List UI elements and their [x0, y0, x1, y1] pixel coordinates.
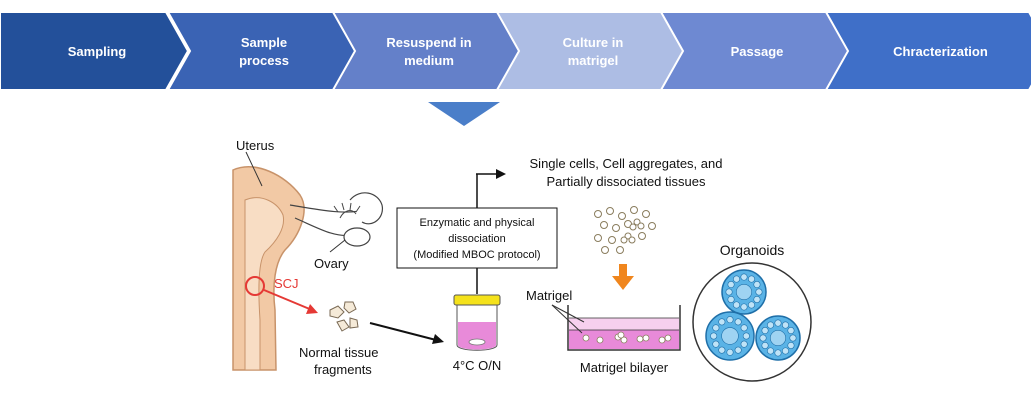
matrigel-bilayer-label: Matrigel bilayer: [580, 360, 669, 375]
ovary-label: Ovary: [314, 256, 349, 271]
single-cells-label-line2: Partially dissociated tissues: [547, 174, 706, 189]
single-cells-label-line1: Single cells, Cell aggregates, and: [530, 156, 723, 171]
process-step-1: [0, 11, 190, 91]
dissociation-box: [396, 207, 558, 269]
process-step-4-label: matrigel: [568, 53, 619, 68]
uterus-illustration: [232, 151, 384, 371]
down-arrow-icon: [428, 102, 500, 126]
organoids-label: Organoids: [720, 242, 785, 258]
matrigel-dish-icon: [551, 304, 681, 351]
process-step-6-label: Chracterization: [893, 44, 988, 59]
process-step-4-label: Culture in: [563, 35, 624, 50]
dissociation-label-line2: dissociation: [448, 233, 505, 245]
process-step-2-label: Sample: [241, 35, 287, 50]
orange-down-arrow-icon: [612, 264, 634, 290]
temperature-label: 4°C O/N: [453, 358, 502, 373]
normal-tissue-label-line1: Normal tissue: [299, 345, 378, 360]
process-step-6: [824, 11, 1031, 91]
process-chevron-banner: Sampling Sample process Resuspend in medium C…: [0, 11, 1031, 91]
matrigel-label: Matrigel: [526, 288, 572, 303]
process-step-4: [495, 11, 687, 91]
scj-marker: [245, 276, 265, 296]
dispersed-cells-icon: [594, 206, 656, 254]
arrow-to-tube-icon: [432, 334, 444, 344]
process-step-3: [331, 11, 523, 91]
process-step-5-label: Passage: [731, 44, 784, 59]
process-step-3-label: Resuspend in: [386, 35, 471, 50]
scj-label: SCJ: [274, 276, 299, 291]
process-step-2-label: process: [239, 53, 289, 68]
organoids-icon: [692, 262, 812, 382]
normal-tissue-label-line2: fragments: [314, 362, 372, 377]
red-arrow-icon: [306, 304, 318, 314]
dissociation-label-line1: Enzymatic and physical: [420, 217, 535, 229]
process-step-3-label: medium: [404, 53, 454, 68]
uterus-label: Uterus: [236, 138, 275, 153]
culture-tube-icon: [453, 294, 501, 351]
dissociation-label-line3: (Modified MBOC protocol): [413, 249, 540, 261]
arrow-to-cells-icon: [496, 169, 506, 179]
process-step-1-label: Sampling: [68, 44, 127, 59]
process-step-2: [166, 11, 358, 91]
tissue-fragments-icon: [329, 301, 359, 332]
